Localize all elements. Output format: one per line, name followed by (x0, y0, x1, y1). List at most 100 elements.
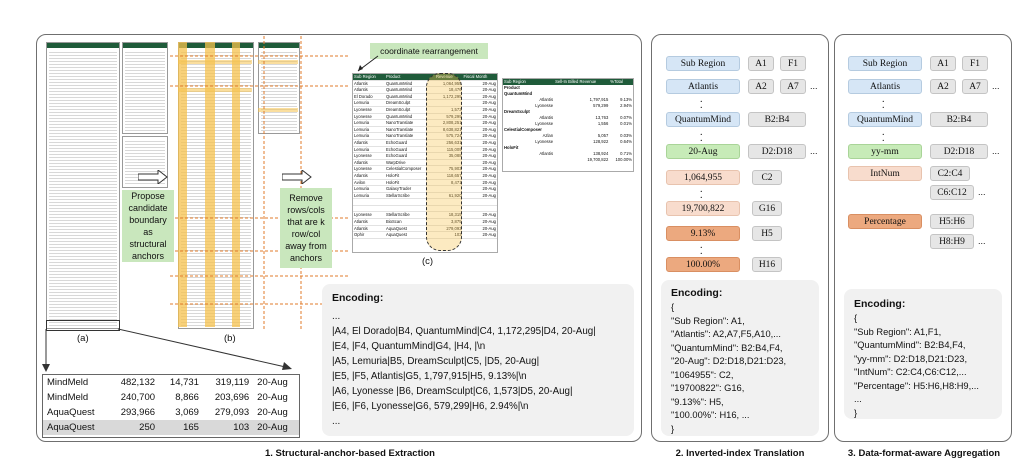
encoding-2-line: "19700822": G16, (671, 383, 745, 393)
p2-addr-h5: H5 (752, 226, 782, 241)
table-cell: 240,700 (120, 392, 156, 403)
coord-pointer (357, 55, 379, 72)
table-cell: QuantumMind (384, 113, 435, 121)
table-cell: 20-Aug (462, 113, 497, 121)
table-cell: MindMeld (47, 392, 89, 403)
p2-value-quantummind: QuantumMind (666, 112, 740, 127)
table-cell (434, 185, 463, 193)
table-cell: Atlantis (353, 139, 385, 147)
p2-value-913: 9.13% (666, 226, 740, 241)
caption-panel-2: 2. Inverted-index Translation (675, 448, 805, 459)
table-cell: EchoGuard (384, 139, 435, 147)
table-cell: 319,119 (215, 377, 250, 388)
table-cell: 20-Aug (462, 231, 497, 239)
table-cell: CelestialComposer (504, 127, 542, 132)
encoding-1-line: |E5, |F5, Atlantis|G5, 1,797,915|H5, 9.1… (332, 371, 527, 382)
caption-panel-1: 1. Structural-anchor-based Extraction (265, 448, 435, 459)
table-cell: Atlantis (353, 159, 385, 167)
table-cell: 18,315 (434, 211, 463, 220)
table-row: HoloFit (503, 145, 633, 151)
p3-vdots-1: ... (882, 94, 885, 117)
table-cell: NanoTranslate (384, 126, 435, 134)
table-cell: 1,573 (434, 106, 463, 114)
table-cell: 20-Aug (462, 165, 497, 173)
column-header: Fiscal Month (462, 74, 497, 81)
p3-addr-h5h6: H5:H6 (930, 214, 974, 229)
table-cell: 13,763 (595, 115, 609, 120)
table-cell (384, 205, 435, 213)
p3-addr-b2b4: B2:B4 (930, 112, 988, 127)
table-cell: 20-Aug (462, 93, 497, 101)
p3-addr-a1: A1 (930, 56, 956, 71)
encoding-lines-1: ...|A4, El Dorado|B4, QuantumMind|C4, 1,… (332, 309, 624, 429)
anchor-row-1 (178, 60, 252, 64)
p2-addr-h16: H16 (752, 257, 782, 272)
table-cell: EchoGuard (384, 146, 435, 154)
anchor-col-1 (178, 42, 187, 327)
table-row: QuantumMind (503, 91, 633, 97)
table-cell: 20-Aug (253, 420, 299, 435)
table-cell: 20-Aug (462, 185, 497, 193)
p2-addr-a1: A1 (748, 56, 774, 71)
table-cell: QuantumMind (384, 93, 435, 101)
p2-value-atlantis: Atlantis (666, 79, 740, 94)
p3-addr-d2d18: D2:D18 (930, 144, 988, 159)
p3-value-quantummind: QuantumMind (848, 112, 922, 127)
encoding-1-line: ... (332, 311, 341, 322)
table-cell: Lemuria (353, 132, 385, 140)
table-cell: CelestialComposer (384, 165, 435, 173)
table-cell: 20-Aug (257, 377, 288, 388)
p2-ellipsis-1: ... (810, 81, 818, 91)
table-cell: 1,797,915 (589, 97, 609, 102)
table-cell: NanoTranslate (384, 132, 435, 140)
sheet-a-pivot (122, 42, 168, 134)
p2-value-subregion: Sub Region (666, 56, 740, 71)
encoding-2-line: "9.13%": H5, (671, 396, 724, 407)
p3-addr-a2: A2 (930, 79, 956, 94)
table-cell: Lemuria (353, 192, 385, 200)
p3-addr-c2c4: C2:C4 (930, 166, 970, 181)
arrow-right-2 (282, 170, 312, 184)
encoding-3-line: "Sub Region": A1,F1, (854, 326, 942, 337)
p2-vdots-1: ... (700, 94, 703, 117)
table-cell: 20-Aug (462, 86, 497, 94)
p2-addr-b2b4: B2:B4 (748, 112, 806, 127)
table-cell: 20-Aug (462, 80, 497, 88)
table-cell (384, 198, 435, 206)
table-cell: EchoGuard (384, 152, 435, 160)
p3-value-yymm: yy-mm (848, 144, 922, 159)
table-cell: 579,299 (593, 103, 609, 108)
table-cell: DreamSculpt (384, 99, 435, 107)
table-cell: QuantumMind (384, 86, 435, 94)
table-cell: 579,299 (434, 113, 463, 121)
p2-value-1064955: 1,064,955 (666, 170, 740, 185)
encoding-1-line: |A5, Lemuria|B5, DreamSculpt|C5, |D5, 20… (332, 356, 540, 367)
table-cell: Atlantis (353, 218, 385, 226)
table-cell: 61,920 (434, 192, 463, 200)
table-cell: 20-Aug (462, 152, 497, 160)
table-cell: AquaQuest (43, 420, 109, 435)
revenue-col-highlight (426, 73, 462, 251)
table-cell: 20-Aug (462, 211, 497, 220)
table-cell: 115,009 (434, 146, 463, 154)
table-cell: 20-Aug (462, 126, 497, 134)
table-cell: Atlantis (353, 80, 385, 88)
table-cell: MindMeld (47, 377, 89, 388)
encoding-box-1: Encoding: ...|A4, El Dorado|B4, QuantumM… (322, 284, 634, 436)
table-cell: Avilon (353, 179, 385, 187)
table-cell: 482,132 (120, 377, 156, 388)
anchor-row-3 (258, 60, 298, 64)
p3-addr-a7: A7 (962, 79, 988, 94)
p2-addr-a7: A7 (780, 79, 806, 94)
dashed-boundary-lines (170, 36, 348, 331)
